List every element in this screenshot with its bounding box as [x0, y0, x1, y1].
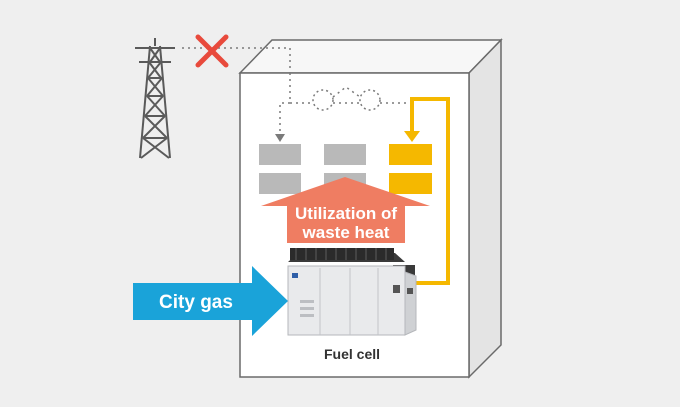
- waste-heat-label-line2: waste heat: [302, 223, 390, 242]
- load-block-yellow-1: [389, 144, 432, 165]
- building-side: [468, 38, 502, 379]
- load-block-grey-3: [324, 144, 366, 165]
- arrowhead-heat: [404, 131, 420, 142]
- city-gas-arrow: [133, 266, 288, 336]
- load-block-yellow-2: [389, 173, 432, 194]
- fuel-cell-label: Fuel cell: [324, 346, 380, 362]
- building-top: [238, 39, 503, 74]
- cross-mark-icon: [195, 34, 229, 68]
- waste-heat-arrow: [261, 177, 430, 243]
- arrowhead-grid: [275, 134, 285, 142]
- node-circle-2: [359, 89, 381, 111]
- heat-loop: [410, 97, 450, 285]
- node-circle-1: [312, 89, 334, 111]
- waste-heat-label-line1: Utilization of: [295, 204, 397, 223]
- power-distribution-lines: [290, 86, 410, 104]
- city-gas-label: City gas: [159, 292, 233, 313]
- transmission-tower-icon: [135, 38, 175, 159]
- fuel-cell-unit-image: [287, 248, 417, 336]
- load-block-grey-2: [259, 173, 301, 194]
- load-block-grey-1: [259, 144, 301, 165]
